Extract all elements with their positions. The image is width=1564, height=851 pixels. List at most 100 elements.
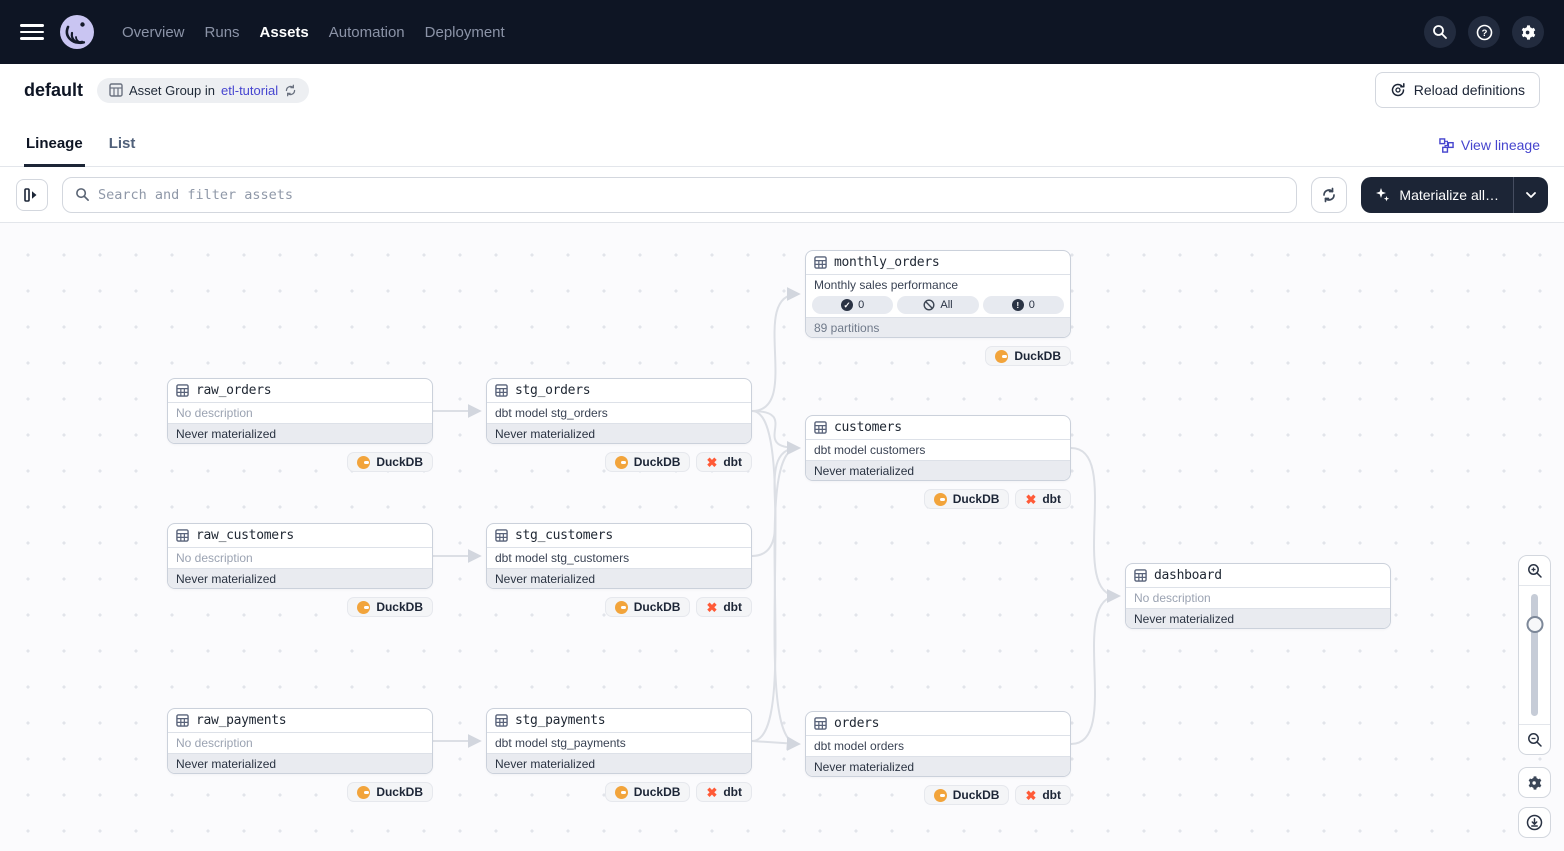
partition-pill-slash: All: [897, 296, 979, 314]
page-title: default: [24, 79, 84, 100]
asset-status: Never materialized: [487, 423, 751, 443]
search-input[interactable]: [98, 186, 1285, 203]
toggle-sidebar-button[interactable]: [16, 178, 48, 211]
asset-node-header: customers: [806, 416, 1070, 440]
nav-runs[interactable]: Runs: [204, 23, 240, 41]
asset-status: Never materialized: [168, 568, 432, 588]
materialize-all-button[interactable]: Materialize all…: [1361, 177, 1513, 213]
zoom-out-button[interactable]: [1519, 724, 1550, 754]
dbt-icon: ✖: [1025, 787, 1037, 803]
zoom-slider[interactable]: [1519, 586, 1550, 724]
tag-duckdb[interactable]: DuckDB: [604, 452, 691, 472]
asset-name: customers: [834, 420, 902, 435]
zoom-slider-track[interactable]: [1531, 594, 1538, 716]
duckdb-icon: [614, 455, 628, 469]
zoom-slider-thumb[interactable]: [1526, 616, 1543, 633]
tag-duckdb[interactable]: DuckDB: [985, 346, 1071, 366]
table-icon: [814, 717, 827, 730]
tag-duckdb[interactable]: DuckDB: [347, 597, 433, 617]
tag-duckdb[interactable]: DuckDB: [604, 782, 691, 802]
asset-status: Never materialized: [168, 753, 432, 773]
gear-icon: [1521, 24, 1535, 40]
dbt-icon: ✖: [706, 784, 718, 800]
zoom-in-icon: [1527, 563, 1542, 578]
code-location-link[interactable]: etl-tutorial: [221, 82, 279, 98]
primary-nav: Overview Runs Assets Automation Deployme…: [122, 24, 505, 41]
tag-dbt[interactable]: ✖dbt: [696, 782, 752, 802]
asset-status: Never materialized: [487, 753, 751, 773]
lineage-icon: [1439, 137, 1454, 153]
duckdb-icon: [357, 785, 371, 799]
asset-status: Never materialized: [168, 423, 432, 443]
asset-tags-raw_customers: DuckDB: [167, 597, 433, 617]
asset-description: No description: [176, 736, 253, 750]
sync-icon[interactable]: [284, 84, 297, 97]
search-button[interactable]: [1424, 16, 1456, 48]
nav-automation[interactable]: Automation: [328, 23, 405, 41]
zoom-in-button[interactable]: [1519, 556, 1550, 586]
view-lineage-link[interactable]: View lineage: [1439, 137, 1540, 166]
asset-tags-stg_payments: DuckDB✖dbt: [486, 782, 752, 802]
asset-description: dbt model stg_orders: [495, 406, 608, 420]
help-icon: ?: [1476, 24, 1492, 40]
asset-node-header: monthly_orders: [806, 251, 1070, 275]
duckdb-icon: [614, 785, 628, 799]
asset-node-header: stg_customers: [487, 524, 751, 548]
nav-assets[interactable]: Assets: [259, 23, 309, 41]
graph-settings-button[interactable]: [1518, 767, 1551, 798]
refresh-graph-button[interactable]: [1311, 176, 1348, 213]
asset-description: No description: [176, 551, 253, 565]
reload-definitions-button[interactable]: Reload definitions: [1374, 72, 1540, 108]
table-icon: [495, 529, 508, 542]
edge-stg_orders-to-customers: [751, 410, 801, 455]
tag-dbt[interactable]: ✖dbt: [696, 597, 752, 617]
materialize-all-label: Materialize all…: [1399, 186, 1499, 203]
tab-list[interactable]: List: [108, 135, 136, 152]
graph-toolbar: Materialize all…: [0, 167, 1564, 223]
tag-duckdb[interactable]: DuckDB: [923, 489, 1010, 509]
gear-icon: [1528, 775, 1541, 790]
asset-status: Never materialized: [806, 460, 1070, 480]
menu-icon[interactable]: [20, 20, 44, 44]
tag-dbt[interactable]: ✖dbt: [1015, 489, 1071, 509]
nav-overview[interactable]: Overview: [122, 23, 185, 41]
dbt-icon: ✖: [706, 454, 718, 470]
tag-duckdb[interactable]: DuckDB: [347, 782, 433, 802]
table-icon: [495, 384, 508, 397]
table-icon: [495, 714, 508, 727]
asset-name: raw_orders: [196, 383, 272, 398]
asset-group-header: default Asset Group in etl-tutorial Relo…: [0, 64, 1564, 116]
tag-dbt[interactable]: ✖dbt: [1015, 785, 1071, 805]
chevron-down-icon: [1526, 191, 1536, 198]
tag-dbt[interactable]: ✖dbt: [696, 452, 752, 472]
materialize-all-split-button: Materialize all…: [1361, 176, 1548, 213]
edge-stg_orders-to-monthly_orders: [751, 287, 801, 412]
help-button[interactable]: ?: [1468, 16, 1500, 48]
partition-pill-check: ✓0: [812, 296, 894, 314]
materialize-dropdown-button[interactable]: [1513, 176, 1548, 213]
tag-duckdb[interactable]: DuckDB: [347, 452, 433, 472]
asset-node-header: dashboard: [1126, 564, 1390, 588]
asset-node-header: stg_orders: [487, 379, 751, 403]
tag-duckdb[interactable]: DuckDB: [604, 597, 691, 617]
tab-lineage[interactable]: Lineage: [24, 135, 85, 167]
slash-circle-icon: [923, 299, 935, 311]
search-icon: [76, 188, 89, 201]
dbt-icon: ✖: [706, 599, 718, 615]
download-image-button[interactable]: [1518, 807, 1551, 838]
dagster-logo[interactable]: [58, 13, 96, 51]
settings-button[interactable]: [1512, 16, 1544, 48]
nav-deployment[interactable]: Deployment: [424, 23, 505, 41]
tag-duckdb[interactable]: DuckDB: [923, 785, 1010, 805]
